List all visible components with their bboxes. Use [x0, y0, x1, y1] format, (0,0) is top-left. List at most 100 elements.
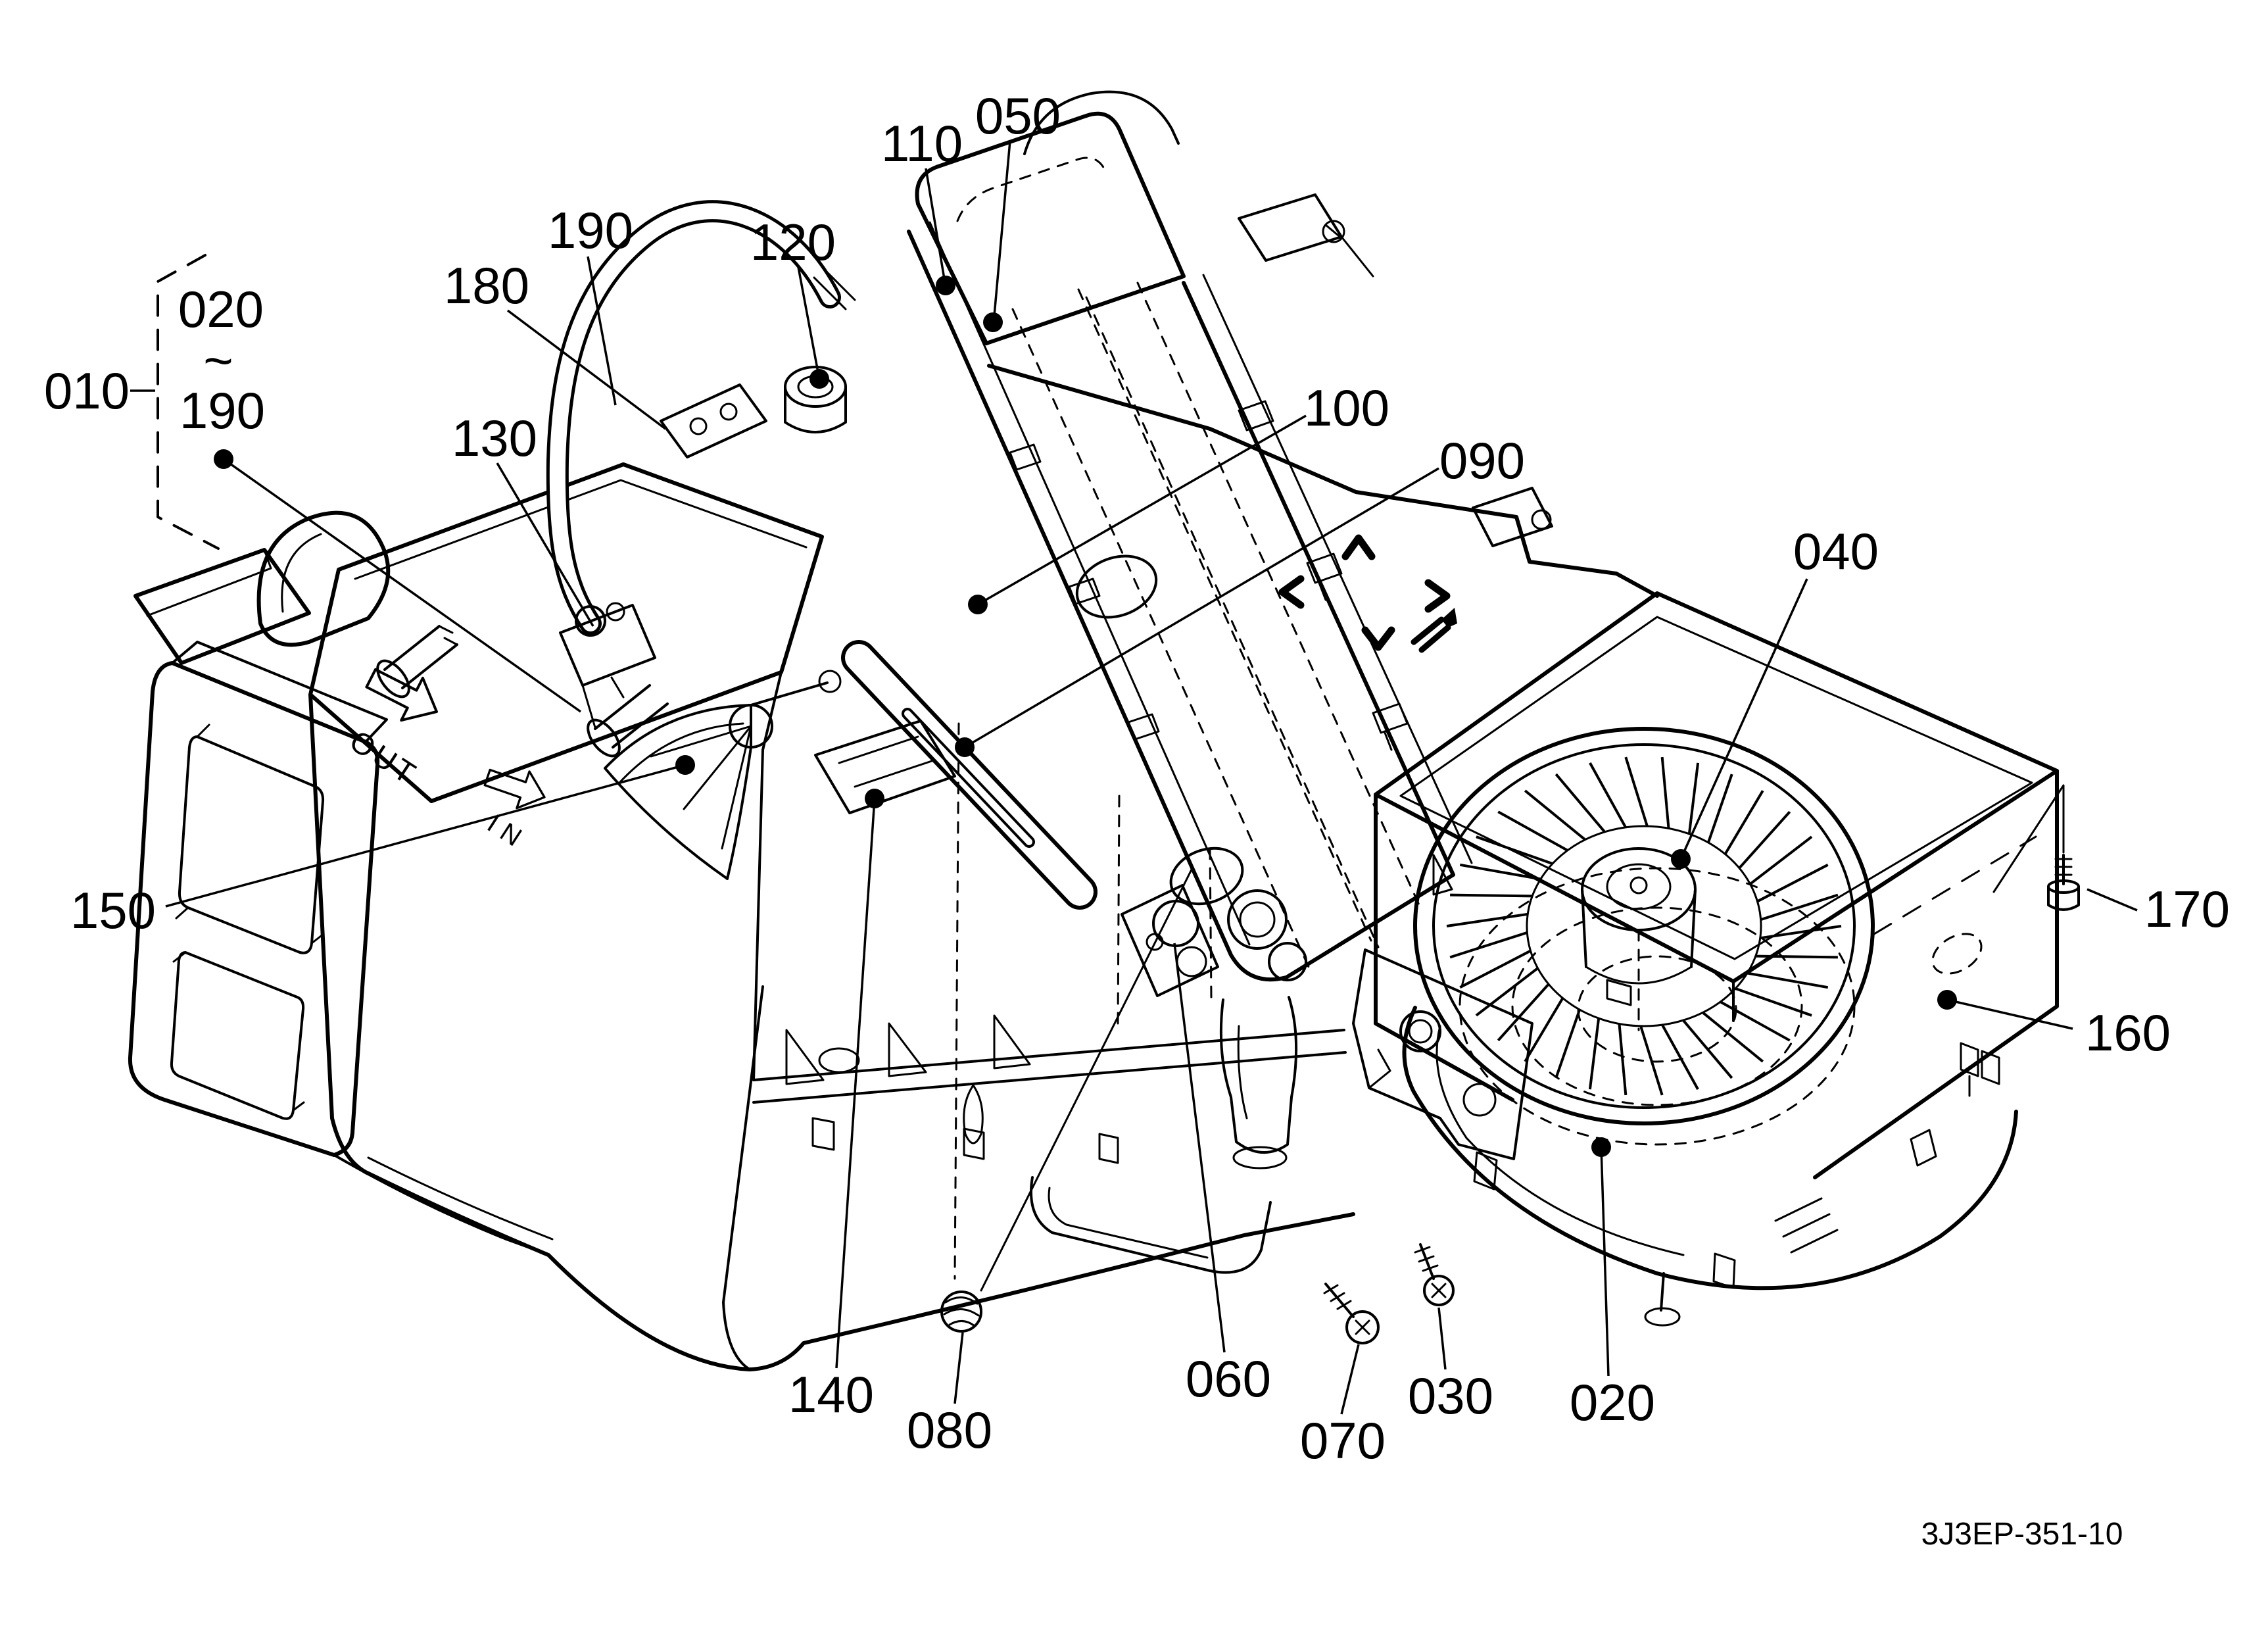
callout-070: 070	[1300, 1412, 1386, 1469]
callout-170: 170	[2144, 880, 2230, 938]
leader-dot-020	[1591, 1137, 1611, 1157]
tank-cap	[784, 366, 847, 433]
blower-blade	[1760, 893, 1839, 922]
leader-dot-assembly	[214, 449, 233, 469]
lever-housing	[814, 720, 956, 814]
callout-190-range: 190	[180, 381, 265, 439]
blower-blade	[1682, 1019, 1733, 1079]
water-hose	[546, 200, 856, 635]
callout-090: 090	[1439, 431, 1525, 489]
blower-blade	[1661, 1024, 1699, 1091]
leader-dot-160	[1937, 990, 1957, 1010]
blower-blade	[1476, 835, 1553, 865]
callout-010: 010	[44, 362, 130, 420]
blower-blade	[1446, 912, 1528, 927]
refrigerant-pipe-ends	[1227, 889, 1307, 981]
callout-140: 140	[788, 1365, 874, 1423]
leader-assembly	[222, 458, 582, 713]
blower-scroll-case	[1402, 867, 2018, 1327]
leader-dot-040	[1671, 849, 1691, 869]
leader-130	[496, 462, 594, 627]
callout-180: 180	[444, 257, 529, 314]
callout-190: 190	[548, 201, 633, 259]
blower-blade	[1702, 1011, 1764, 1063]
leader-dot-150	[675, 755, 695, 775]
blower-blade	[1459, 863, 1541, 881]
leader-050	[993, 140, 1011, 316]
mount-bracket	[1352, 948, 1533, 1160]
heater-case	[133, 462, 1355, 1371]
blower-blade	[1738, 810, 1791, 870]
leader-dot-110	[936, 276, 955, 295]
leader-dot-100	[968, 595, 988, 614]
blower-upper-case	[1374, 591, 2059, 1179]
drain-hopper	[1219, 996, 1298, 1169]
slotted-link-arm	[841, 640, 1098, 910]
leader-020	[1600, 1146, 1610, 1377]
leader-080	[953, 1332, 964, 1404]
group-bracket	[157, 254, 220, 550]
blower-blade	[1724, 790, 1764, 855]
leader-dot-050	[983, 312, 1003, 332]
leader-110	[925, 168, 946, 280]
blower-blade	[1735, 987, 1812, 1017]
evaporator-cover	[915, 90, 1186, 345]
screw-070	[1323, 1283, 1380, 1344]
blower-blade	[1749, 835, 1813, 885]
heater-core-pipes	[376, 625, 669, 758]
callout-120: 120	[750, 213, 836, 271]
blower-wheel-blades	[1446, 756, 1842, 1096]
blower-wheel	[1413, 727, 1875, 1125]
blower-blade	[1497, 810, 1568, 852]
blower-blade	[1497, 983, 1550, 1042]
blower-blade	[1589, 762, 1627, 828]
blower-blade	[1459, 949, 1532, 989]
leader-150	[165, 764, 686, 908]
blower-blade	[1720, 1000, 1791, 1042]
blower-blade	[1639, 1025, 1664, 1096]
callout-130: 130	[452, 409, 537, 467]
blower-blade	[1524, 997, 1564, 1062]
leader-dot-120	[809, 369, 829, 389]
blower-blade	[1760, 925, 1842, 940]
callout-080: 080	[907, 1401, 992, 1459]
out-arrow-icon	[365, 668, 438, 722]
surface-label-in: IN	[482, 809, 533, 856]
leader-070	[1340, 1344, 1360, 1415]
leader-100	[977, 414, 1307, 606]
leader-dot-140	[865, 789, 884, 808]
callout-020-range: 020	[178, 280, 264, 338]
blower-blade	[1475, 967, 1539, 1017]
blower-motor-hub	[1581, 847, 1697, 1031]
leader-030	[1437, 1307, 1447, 1370]
callout-range-tilde: ~	[203, 332, 233, 389]
leader-dot-090	[955, 737, 975, 757]
leader-160	[1946, 998, 2073, 1030]
drain-plug-080	[940, 1291, 982, 1333]
leader-060	[1173, 943, 1226, 1353]
blower-blade	[1624, 756, 1649, 827]
water-valve	[559, 602, 656, 729]
blower-blade	[1449, 931, 1528, 959]
install-line-080	[980, 868, 1193, 1292]
surface-label-out: OUT	[344, 724, 424, 793]
callout-100: 100	[1304, 379, 1389, 437]
callout-040: 040	[1793, 522, 1879, 580]
callout-020: 020	[1570, 1373, 1655, 1431]
leader-040	[1679, 578, 1808, 860]
callout-050: 050	[975, 87, 1061, 145]
sector-cam-lever	[604, 670, 842, 880]
blower-blade	[1706, 774, 1733, 843]
leader-180	[506, 309, 667, 430]
airflow-arrow-icons	[1278, 534, 1457, 653]
drawing-number: 3J3EP-351-10	[1921, 1517, 2123, 1552]
left-outlet-duct	[128, 641, 550, 1256]
callout-160: 160	[2085, 1004, 2171, 1062]
leader-090	[964, 467, 1439, 749]
blower-blade	[1755, 954, 1838, 959]
callout-150: 150	[70, 881, 156, 939]
blower-blade	[1756, 864, 1829, 903]
blower-blade	[1660, 756, 1670, 829]
